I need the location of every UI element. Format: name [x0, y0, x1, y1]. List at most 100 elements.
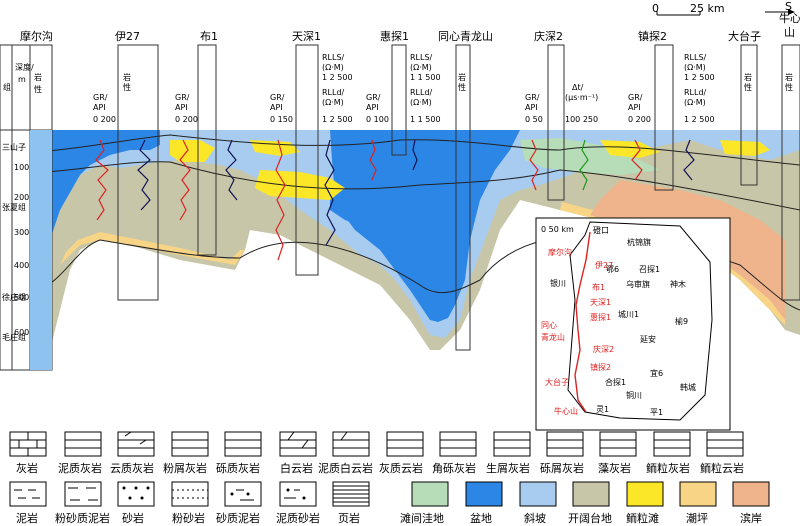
svg-text:牛心山: 牛心山: [554, 406, 578, 416]
legend-rock-13: 鲕粒云岩: [700, 461, 744, 475]
north-label: S: [785, 0, 792, 13]
svg-text:1 2 500: 1 2 500: [684, 115, 715, 124]
legend-rock-4: 砾质灰岩: [216, 461, 260, 475]
svg-text:神木: 神木: [670, 279, 686, 289]
legend-rock-18: 砂质泥岩: [216, 511, 260, 525]
legend-rock-16: 砂岩: [122, 511, 144, 525]
svg-text:性: 性: [123, 82, 131, 92]
svg-text:杭锦旗: 杭锦旗: [627, 237, 651, 247]
svg-text:API: API: [270, 103, 283, 112]
svg-text:韩城: 韩城: [680, 382, 696, 392]
svg-text:天深1: 天深1: [590, 298, 611, 307]
svg-text:(Ω·M): (Ω·M): [322, 63, 344, 72]
legend-rock-3: 粉屑灰岩: [163, 461, 207, 475]
legend-facies-2: 斜坡: [524, 512, 546, 525]
svg-text:平1: 平1: [650, 408, 663, 417]
legend-facies-5: 潮坪: [686, 511, 708, 525]
svg-text:1 1 500: 1 1 500: [410, 73, 441, 82]
svg-text:磴口: 磴口: [593, 225, 609, 235]
header-depth-unit: m: [18, 75, 26, 84]
svg-text:RLLS/: RLLS/: [322, 53, 345, 62]
svg-text:布1: 布1: [592, 282, 605, 292]
svg-text:(Ω·M): (Ω·M): [410, 63, 432, 72]
scale-value: 25 km: [690, 2, 725, 15]
svg-text:岩: 岩: [123, 72, 131, 82]
depth-tick-200: 200: [14, 193, 29, 202]
svg-text:1 2 500: 1 2 500: [322, 73, 353, 82]
svg-text:(Ω·M): (Ω·M): [684, 98, 706, 107]
svg-text:灵1: 灵1: [596, 405, 609, 414]
svg-text:API: API: [525, 103, 538, 112]
svg-text:RLLS/: RLLS/: [684, 53, 707, 62]
svg-text:GR/: GR/: [525, 93, 540, 102]
svg-text:惠探1: 惠探1: [590, 312, 611, 322]
well-name-1: 摩尔沟: [20, 29, 53, 43]
well-name-9: 大台子: [728, 29, 761, 43]
legend-facies: 滩间洼地 盆地 斜坡 开阔台地 鲕粒滩 潮坪 滨岸: [400, 481, 770, 525]
legend-rock-8: 角砾灰岩: [432, 461, 476, 475]
svg-text:1 1 500: 1 1 500: [410, 115, 441, 124]
svg-text:1 2 500: 1 2 500: [684, 73, 715, 82]
well-name-10: 牛心: [779, 11, 800, 25]
svg-text:城川1: 城川1: [618, 310, 639, 319]
svg-text:同心: 同心: [541, 321, 557, 330]
formation-3: 徐庄组: [2, 292, 26, 302]
svg-text:API: API: [175, 103, 188, 112]
depth-tick-300: 300: [14, 228, 29, 237]
formation-2: 张夏组: [2, 202, 26, 212]
svg-text:RLLd/: RLLd/: [410, 88, 433, 97]
svg-text:(μs·m⁻¹): (μs·m⁻¹): [565, 93, 598, 102]
legend-rock-6: 泥质白云岩: [318, 461, 373, 475]
svg-text:0 200: 0 200: [175, 115, 198, 124]
svg-text:API: API: [93, 103, 106, 112]
svg-text:镇探2: 镇探2: [590, 362, 611, 372]
scale-zero: 0: [652, 2, 659, 15]
legend-facies-6: 滨岸: [740, 511, 762, 525]
depth-tick-100: 100: [14, 163, 29, 172]
well-name-3: 布1: [200, 30, 218, 43]
svg-text:100 250: 100 250: [565, 115, 598, 124]
svg-text:RLLd/: RLLd/: [322, 88, 345, 97]
svg-text:1 2 500: 1 2 500: [322, 115, 353, 124]
legend-rock-types-row2: 泥岩 粉砂质泥岩 砂岩 粉砂岩 砂质泥岩 泥: [9, 481, 370, 525]
legend-facies-3: 开阔台地: [568, 511, 612, 525]
legend-rock-17: 粉砂岩: [172, 511, 205, 525]
legend-rock-10: 砾屑灰岩: [540, 461, 584, 475]
svg-text:GR/: GR/: [270, 93, 285, 102]
svg-text:性: 性: [744, 82, 752, 92]
scale-bar: 0 25 km S: [652, 0, 795, 16]
well-name-2: 伊27: [115, 30, 140, 43]
svg-text:银川: 银川: [550, 278, 566, 288]
svg-text:榆9: 榆9: [675, 316, 688, 326]
svg-text:岩: 岩: [785, 72, 793, 82]
left-columns: 组 深度/ m 岩 性 三山子 张夏组 徐庄组 毛庄组 100 200 300 …: [0, 44, 53, 371]
well-name-6: 同心青龙山: [438, 30, 493, 43]
well-labels: 摩尔沟 伊27 布1 天深1 惠探1 同心青龙山 庆深2 镇探2 大台子 牛心 …: [20, 11, 800, 43]
svg-text:大台子: 大台子: [545, 377, 569, 387]
svg-text:GR/: GR/: [628, 93, 643, 102]
well-name-5: 惠探1: [380, 29, 409, 43]
legend-rock-20: 页岩: [338, 511, 360, 525]
legend-rock-5: 白云岩: [280, 461, 313, 475]
svg-text:Δt/: Δt/: [572, 83, 584, 92]
svg-text:0 50: 0 50: [525, 115, 543, 124]
svg-text:青龙山: 青龙山: [541, 332, 565, 342]
legend-facies-4: 鲕粒滩: [626, 511, 659, 525]
svg-text:0 200: 0 200: [93, 115, 116, 124]
legend-rock-19: 泥质砂岩: [276, 511, 320, 525]
svg-text:鄂6: 鄂6: [606, 265, 619, 274]
svg-text:性: 性: [785, 82, 793, 92]
header-lith2: 性: [34, 84, 42, 94]
svg-text:延安: 延安: [640, 334, 656, 344]
legend-rock-14: 泥岩: [16, 511, 38, 525]
svg-text:庆深2: 庆深2: [593, 344, 614, 354]
log-curves: [95, 139, 695, 261]
well-name-7: 庆深2: [534, 29, 563, 43]
formation-1: 三山子: [2, 142, 26, 152]
legend-rock-types-row1: 灰岩 泥质灰岩 云质灰岩 粉屑灰岩 砾质灰岩 白云岩: [9, 431, 744, 475]
svg-text:岩: 岩: [458, 72, 466, 82]
svg-text:(Ω·M): (Ω·M): [410, 98, 432, 107]
header-depth: 深度/: [15, 62, 34, 72]
